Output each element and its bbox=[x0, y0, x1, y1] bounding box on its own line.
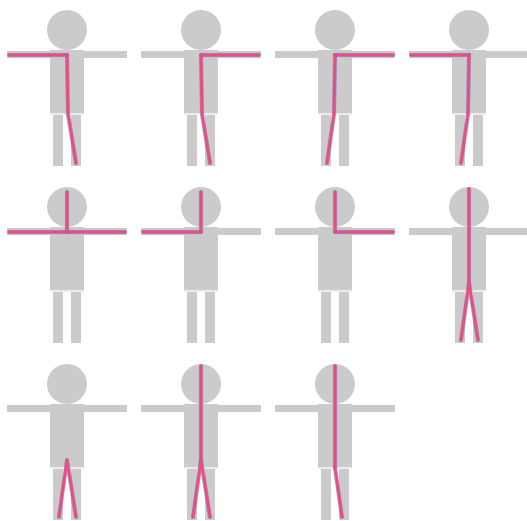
right-leg bbox=[339, 114, 349, 166]
figure-10 bbox=[141, 364, 261, 520]
figure-8 bbox=[409, 187, 527, 343]
right-arm bbox=[486, 51, 527, 58]
left-leg bbox=[321, 291, 331, 343]
hip-joint bbox=[50, 290, 84, 292]
hip-joint bbox=[184, 290, 218, 292]
right-leg bbox=[339, 291, 349, 343]
left-arm bbox=[141, 51, 184, 58]
left-leg bbox=[187, 114, 197, 166]
hip-joint bbox=[318, 290, 352, 292]
figure-11 bbox=[275, 364, 395, 520]
right-arm bbox=[84, 51, 127, 58]
left-arm bbox=[7, 405, 50, 412]
right-arm bbox=[486, 228, 527, 235]
head bbox=[47, 364, 87, 404]
right-leg bbox=[205, 291, 215, 343]
right-arm bbox=[218, 228, 261, 235]
head bbox=[47, 10, 87, 50]
right-leg bbox=[71, 291, 81, 343]
torso bbox=[50, 227, 84, 291]
left-arm bbox=[275, 228, 318, 235]
right-arm bbox=[218, 405, 261, 412]
figure-5 bbox=[7, 187, 127, 343]
figure-7 bbox=[275, 187, 395, 343]
right-leg bbox=[473, 114, 483, 166]
figure-6 bbox=[141, 187, 261, 343]
left-arm bbox=[409, 228, 452, 235]
left-leg bbox=[53, 114, 63, 166]
head bbox=[315, 10, 355, 50]
head bbox=[181, 10, 221, 50]
left-leg bbox=[321, 468, 331, 520]
left-leg bbox=[187, 291, 197, 343]
left-arm bbox=[275, 51, 318, 58]
head bbox=[449, 10, 489, 50]
torso bbox=[318, 227, 352, 291]
figure-3 bbox=[275, 10, 395, 166]
right-arm bbox=[352, 405, 395, 412]
figure-4 bbox=[409, 10, 527, 166]
torso bbox=[184, 227, 218, 291]
right-arm bbox=[84, 405, 127, 412]
left-arm bbox=[275, 405, 318, 412]
left-arm bbox=[141, 405, 184, 412]
figure-9 bbox=[7, 364, 127, 520]
left-leg bbox=[53, 291, 63, 343]
figure-1 bbox=[7, 10, 127, 166]
figure-2 bbox=[141, 10, 261, 166]
